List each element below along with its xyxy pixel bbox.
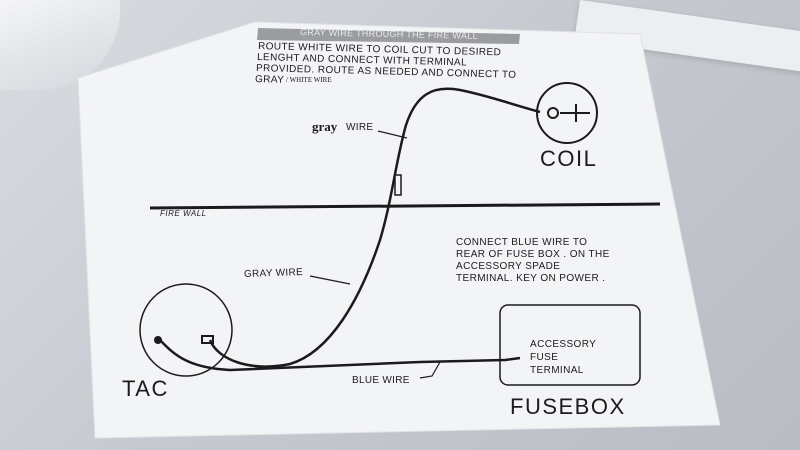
gray-wire-top-label-rest: WIRE [346, 122, 374, 133]
fire-wall-label: FIRE WALL [160, 209, 207, 218]
instruction-line-4b: / WHITE WIRE [286, 76, 332, 84]
tac-gauge-circle [139, 283, 233, 377]
coil-circle [536, 82, 598, 144]
gray-wire-mid-leader [309, 275, 351, 285]
gray-wire-mid-label: GRAY WIRE [243, 266, 304, 281]
blue-wire-leader [419, 361, 441, 379]
fuse-terminal-line-3: TERMINAL [530, 365, 584, 376]
tac-terminal-spade [201, 335, 214, 344]
gray-wire-connector [394, 174, 402, 196]
fuse-terminal-line-1: ACCESSORY [530, 339, 597, 350]
gray-wire-top-leader [377, 130, 408, 139]
fuse-terminal-line-2: FUSE [530, 352, 559, 363]
instruction-line-4a: GRAY [254, 74, 285, 86]
header-banner [257, 28, 520, 44]
blue-wire [159, 339, 521, 372]
gray-wire [208, 87, 541, 368]
fusebox-label: FUSEBOX [510, 394, 626, 419]
fire-wall-line [149, 202, 661, 210]
tac-terminal-round [154, 336, 162, 344]
fuse-note-line-1: CONNECT BLUE WIRE TO [456, 237, 588, 248]
fuse-note-line-2: REAR OF FUSE BOX . ON THE [456, 249, 610, 260]
coil-label: COIL [540, 146, 598, 171]
blue-wire-label: BLUE WIRE [352, 375, 410, 386]
tac-label: TAC [122, 376, 169, 401]
fuse-note-line-4: TERMINAL. KEY ON POWER . [456, 273, 606, 284]
paper-sheet [77, 21, 721, 439]
fuse-note-line-3: ACCESSORY SPADE [456, 261, 561, 272]
gray-wire-top-label-bold: gray [312, 119, 338, 134]
coil-terminal-left [547, 107, 559, 119]
fusebox-outline [499, 304, 641, 386]
